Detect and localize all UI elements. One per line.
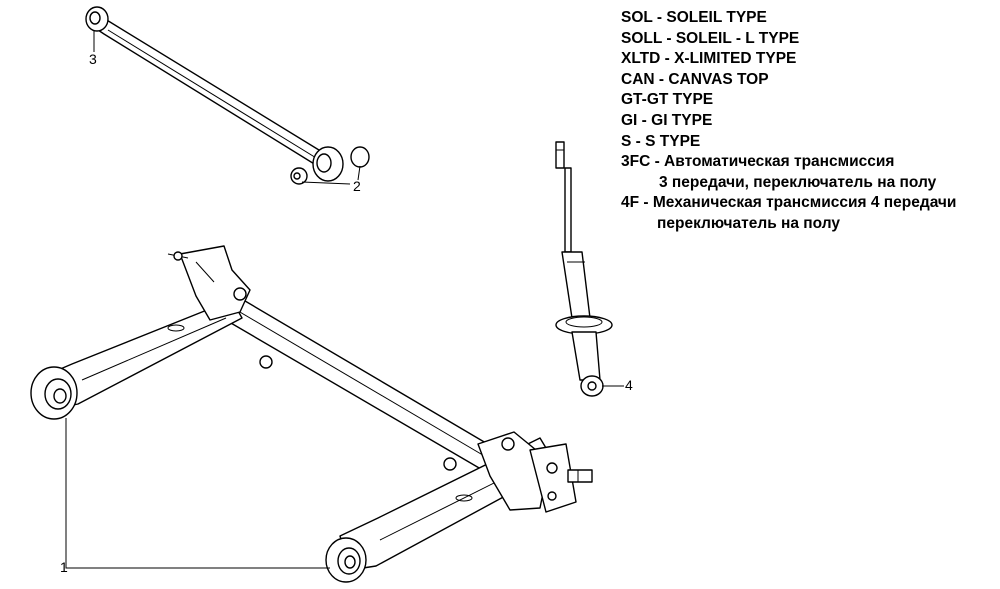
callout-2: 2 [353,178,361,194]
axle-beam [30,245,593,583]
callout-3: 3 [89,51,97,67]
callout-4: 4 [625,377,633,393]
shock-absorber [555,141,613,397]
callout-1: 1 [60,559,68,575]
legend-line: CAN - CANVAS TOP [621,70,769,88]
legend-line: S - S TYPE [621,132,701,150]
leader-lines [65,30,624,569]
legend-line: 3 передачи, переключатель на полу [659,173,937,191]
legend-line: XLTD - X-LIMITED TYPE [621,50,797,68]
legend-line: GT-GT TYPE [621,91,714,109]
legend: SOL - SOLEIL TYPE SOLL - SOLEIL - L TYPE… [621,8,956,235]
legend-line: SOL - SOLEIL TYPE [621,9,767,26]
legend-line: переключатель на полу [657,214,841,232]
lateral-rod [85,6,370,185]
legend-line: SOLL - SOLEIL - L TYPE [621,29,800,47]
legend-line: 3FC - Автоматическая трансмиссия [621,153,895,171]
legend-line: GI - GI TYPE [621,111,713,129]
legend-line: 4F - Механическая трансмиссия 4 передачи [621,194,957,212]
